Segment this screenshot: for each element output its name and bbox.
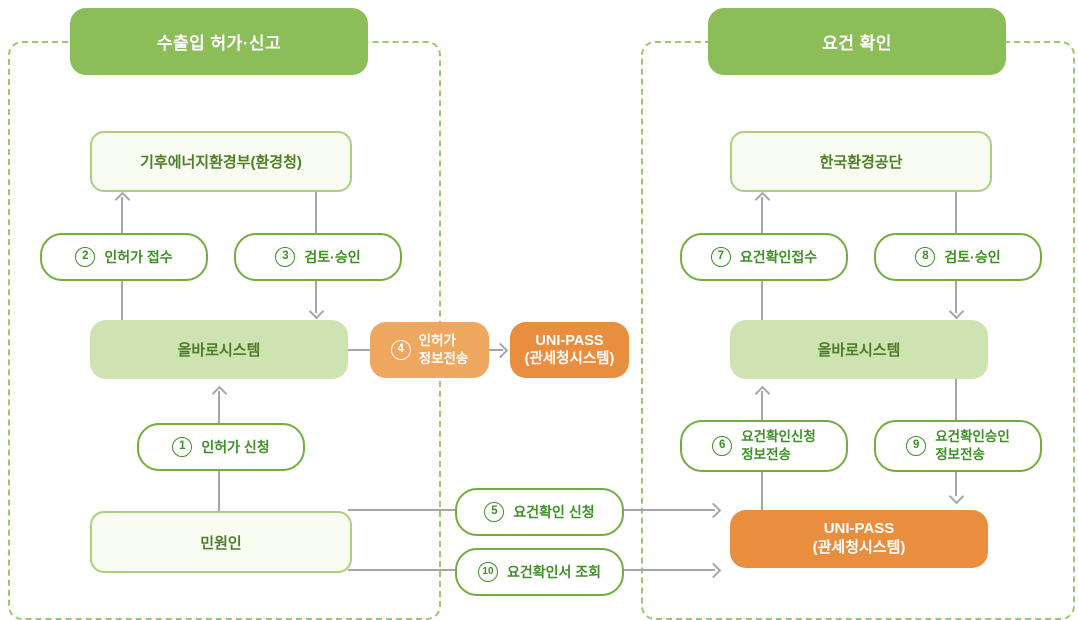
- box-allbaro-system-right-label: 올바로시스템: [817, 342, 901, 359]
- connector-line: [955, 468, 957, 496]
- connector-line: [761, 468, 763, 510]
- step-2-permit-receipt: 2 인허가 접수: [40, 233, 208, 281]
- box-allbaro-system-left-label: 올바로시스템: [177, 342, 261, 359]
- connector-line: [955, 379, 957, 420]
- connector-line: [315, 188, 317, 233]
- connector-line: [955, 277, 957, 313]
- step-8-number-icon: 8: [915, 247, 936, 267]
- box-applicant-label: 민원인: [200, 534, 242, 552]
- box-unipass-bottom-line2: (관세청시스템): [812, 539, 906, 556]
- header-export-import: 수출입 허가·신고: [70, 8, 368, 75]
- step-7-label: 요건확인접수: [739, 249, 818, 265]
- header-export-import-label: 수출입 허가·신고: [156, 34, 282, 53]
- step-1-number-icon: 1: [172, 437, 193, 457]
- step-10-number-icon: 10: [477, 562, 498, 582]
- step-10-requirement-certificate-inquiry: 10 요건확인서 조회: [455, 548, 624, 596]
- step-2-number-icon: 2: [75, 247, 96, 267]
- connector-line: [955, 188, 957, 233]
- arrowhead-right-icon: [492, 342, 509, 359]
- step-2-label: 인허가 접수: [104, 249, 173, 265]
- step-6-label: 요건확인신청 정보전송: [741, 429, 816, 462]
- step-5-requirement-check-application: 5 요건확인 신청: [455, 488, 624, 536]
- box-unipass-top-line2: (관세청시스템): [524, 351, 615, 367]
- step-1-permit-application: 1 인허가 신청: [137, 423, 305, 471]
- step-7-requirement-check-receipt: 7 요건확인접수: [680, 233, 848, 281]
- connector-line: [121, 277, 123, 320]
- connector-line: [761, 277, 763, 320]
- step-4-permit-info-transfer: 4 인허가 정보전송: [370, 322, 489, 378]
- step-9-number-icon: 9: [906, 436, 927, 456]
- connector-line: [315, 277, 317, 313]
- connector-line: [348, 569, 455, 571]
- step-8-review-approval: 8 검토·승인: [874, 233, 1042, 281]
- connector-line: [348, 349, 370, 351]
- step-6-requirement-application-info-transfer: 6 요건확인신청 정보전송: [680, 420, 848, 472]
- box-climate-energy-ministry: 기후에너지환경부(환경청): [90, 131, 352, 192]
- connector-line: [620, 509, 715, 511]
- step-10-label: 요건확인서 조회: [506, 564, 602, 580]
- step-3-number-icon: 3: [275, 247, 296, 267]
- step-7-number-icon: 7: [710, 247, 731, 267]
- step-8-label: 검토·승인: [944, 249, 1001, 265]
- box-applicant: 민원인: [90, 511, 352, 573]
- connector-line: [218, 467, 220, 511]
- box-unipass-bottom-line1: UNI-PASS: [823, 520, 895, 538]
- box-korea-environment-corporation-label: 한국환경공단: [819, 154, 903, 171]
- box-unipass-top-line1: UNI-PASS: [535, 332, 604, 349]
- header-requirement-check: 요건 확인: [708, 8, 1006, 75]
- connector-line: [761, 391, 763, 420]
- step-5-number-icon: 5: [484, 502, 505, 522]
- box-climate-energy-ministry-label: 기후에너지환경부(환경청): [140, 154, 302, 171]
- box-allbaro-system-right: 올바로시스템: [730, 320, 988, 379]
- step-1-label: 인허가 신청: [201, 439, 270, 455]
- step-9-label: 요건확인승인 정보전송: [935, 429, 1010, 462]
- connector-line: [620, 569, 715, 571]
- step-6-number-icon: 6: [712, 436, 733, 456]
- box-unipass-top: UNI-PASS (관세청시스템): [510, 322, 629, 378]
- connector-line: [218, 391, 220, 423]
- step-3-label: 검토·승인: [304, 249, 361, 265]
- header-requirement-check-label: 요건 확인: [822, 34, 892, 53]
- step-4-number-icon: 4: [390, 340, 411, 360]
- connector-line: [489, 349, 503, 351]
- box-unipass-bottom: UNI-PASS (관세청시스템): [730, 510, 988, 568]
- connector-line: [761, 197, 763, 233]
- connector-line: [121, 197, 123, 233]
- box-korea-environment-corporation: 한국환경공단: [730, 131, 992, 192]
- step-5-label: 요건확인 신청: [513, 504, 595, 520]
- step-3-review-approval: 3 검토·승인: [234, 233, 402, 281]
- connector-line: [348, 509, 455, 511]
- box-allbaro-system-left: 올바로시스템: [90, 320, 348, 379]
- step-4-label: 인허가 정보전송: [418, 333, 469, 366]
- step-9-requirement-approval-info-transfer: 9 요건확인승인 정보전송: [874, 420, 1042, 472]
